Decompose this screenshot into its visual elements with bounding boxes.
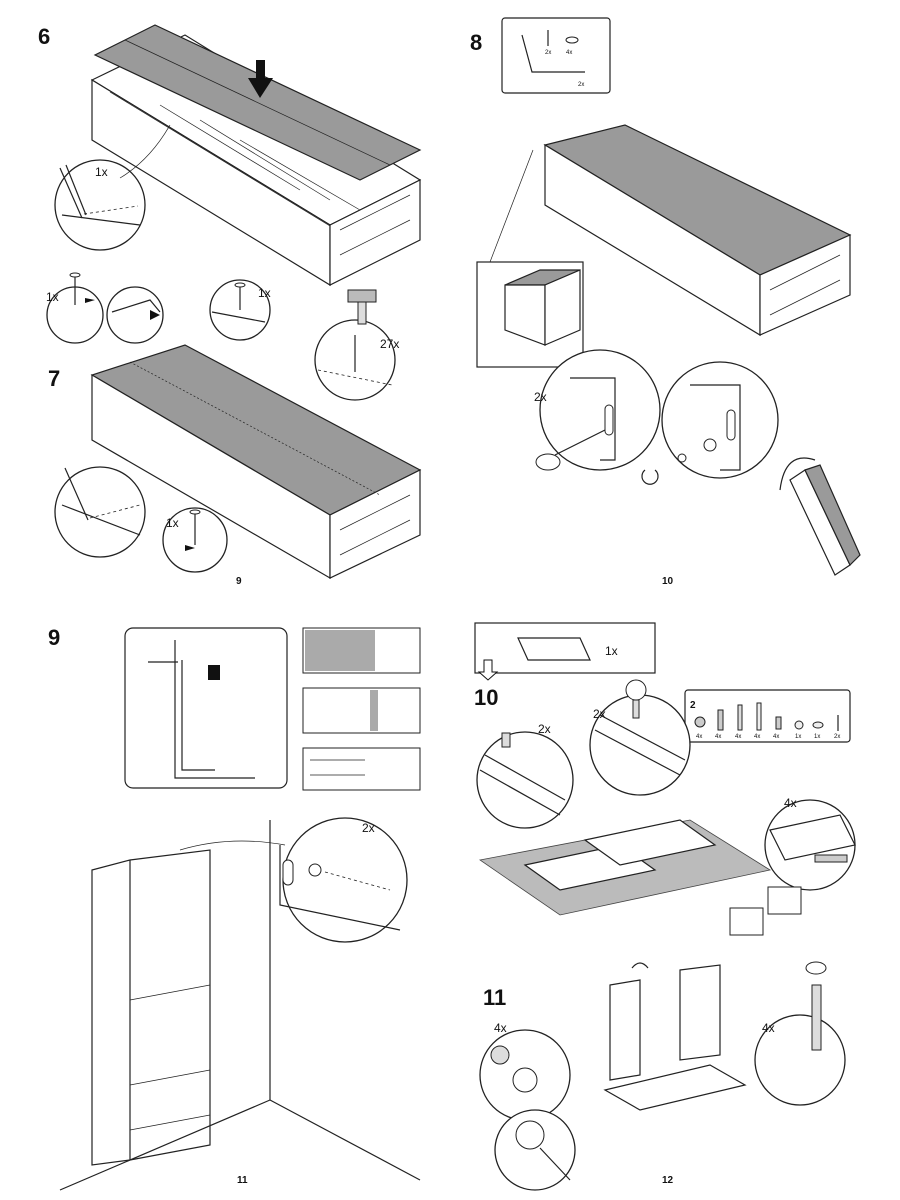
screw-icon — [677, 453, 687, 463]
page-number: 10 — [662, 576, 674, 587]
dowel-icon — [814, 854, 848, 863]
flip-arrow-icon — [779, 457, 816, 491]
drawer-back-panel — [679, 964, 721, 1061]
dowel-icon — [501, 732, 511, 748]
bookcase-illustration — [59, 820, 421, 1191]
quantity-label: 4x — [762, 1021, 775, 1035]
page-number: 11 — [237, 1175, 248, 1186]
quantity-label: 27x — [380, 337, 399, 351]
detail-circle-bolt — [754, 1014, 846, 1106]
step-9-number: 9 — [48, 625, 60, 650]
step-11-number: 11 — [483, 985, 506, 1010]
down-arrow-icon — [477, 659, 499, 681]
hammer-tap-icon — [625, 679, 647, 701]
page-number: 12 — [662, 1175, 674, 1186]
part-count: 4x — [773, 734, 779, 740]
drawer-bottom — [603, 1064, 747, 1111]
step-7-panel: 7 1x 1x 27x — [46, 272, 422, 580]
step-7-number: 7 — [48, 366, 60, 391]
quantity-label: 1x — [605, 644, 618, 658]
quantity-label: 2x — [534, 390, 547, 404]
detail-circle-pencil-bottom — [54, 466, 146, 558]
quantity-label: 1x — [166, 516, 179, 530]
step-8-panel: 8 2x 4x 2x 2x 1 — [470, 17, 861, 587]
cam-bolt-icon — [811, 984, 822, 1051]
step-6-number: 6 — [38, 24, 50, 49]
pencil-icon — [59, 167, 83, 219]
detail-circle-corner — [106, 286, 164, 344]
detail-circle-screwdriver — [539, 349, 661, 471]
hardware-kit-box — [501, 17, 611, 94]
detail-circle-bracket — [661, 361, 779, 479]
dowel-icon — [632, 699, 640, 719]
bracket-icon — [521, 34, 585, 73]
rotate-icon — [641, 469, 659, 485]
page-number: 9 — [236, 576, 242, 587]
part-count: 1x — [795, 734, 801, 740]
screwdriver-icon — [539, 1147, 571, 1181]
part-count: 2x — [834, 734, 840, 740]
part-count: 4x — [696, 734, 702, 740]
detail-circle-wall-screw — [282, 817, 408, 943]
washer-icon — [703, 438, 717, 452]
part-count: 4x — [735, 734, 741, 740]
kit-count: 2x — [545, 50, 551, 56]
wall-anchor-diagram — [124, 627, 288, 789]
parts-icons — [694, 702, 839, 731]
kit-count: 2x — [578, 82, 584, 88]
quantity-label: 2x — [538, 722, 551, 736]
washer-icon — [308, 863, 322, 877]
pencil-icon — [64, 467, 89, 521]
drawer-side-panel — [609, 979, 641, 1081]
parts-box-label: 2 — [690, 700, 696, 711]
screw-icon — [324, 871, 391, 891]
hammer-icon — [347, 289, 377, 325]
down-arrow-icon — [248, 60, 273, 98]
detail-circle-pencil — [54, 159, 146, 251]
drawer-icon — [517, 637, 591, 661]
wall-type-drywall — [302, 687, 421, 734]
step-10-number: 10 — [474, 685, 498, 710]
quantity-label: 4x — [494, 1021, 507, 1035]
part-count: 4x — [715, 734, 721, 740]
kit-count: 4x — [566, 50, 572, 56]
rotate-icon — [805, 961, 827, 975]
part-count: 4x — [754, 734, 760, 740]
quantity-label: 2x — [593, 707, 606, 721]
quantity-label: 2x — [362, 821, 375, 835]
washer-icon — [565, 36, 579, 44]
detail-circle-cam-screwdriver — [494, 1109, 576, 1191]
step-11-panel: 11 4x 4x 12 — [479, 961, 846, 1191]
screwdriver-icon — [554, 429, 606, 456]
quantity-label: 4x — [784, 796, 797, 810]
step-10-panel: 1x 10 2 4x 4x 4x 4x 4x 1x 1x 2x 2x — [474, 622, 856, 936]
drawer-board — [583, 819, 717, 866]
step-6-panel: 6 1x 9 — [38, 24, 422, 587]
hardware-parts-box — [684, 689, 851, 743]
step-9-panel: 9 2x 11 — [48, 625, 421, 1191]
cam-lock-icon — [490, 1045, 510, 1065]
quantity-label: 1x — [95, 165, 108, 179]
part-count: 1x — [814, 734, 820, 740]
quantity-label: 1x — [258, 286, 271, 300]
detail-circle-dowel-left — [476, 731, 574, 829]
edge-detail-box — [729, 907, 764, 936]
quantity-label: 1x — [46, 290, 59, 304]
step-8-number: 8 — [470, 30, 482, 55]
hand-icon — [631, 962, 649, 969]
wall-type-wood — [302, 747, 421, 791]
edge-detail-box — [767, 886, 802, 915]
